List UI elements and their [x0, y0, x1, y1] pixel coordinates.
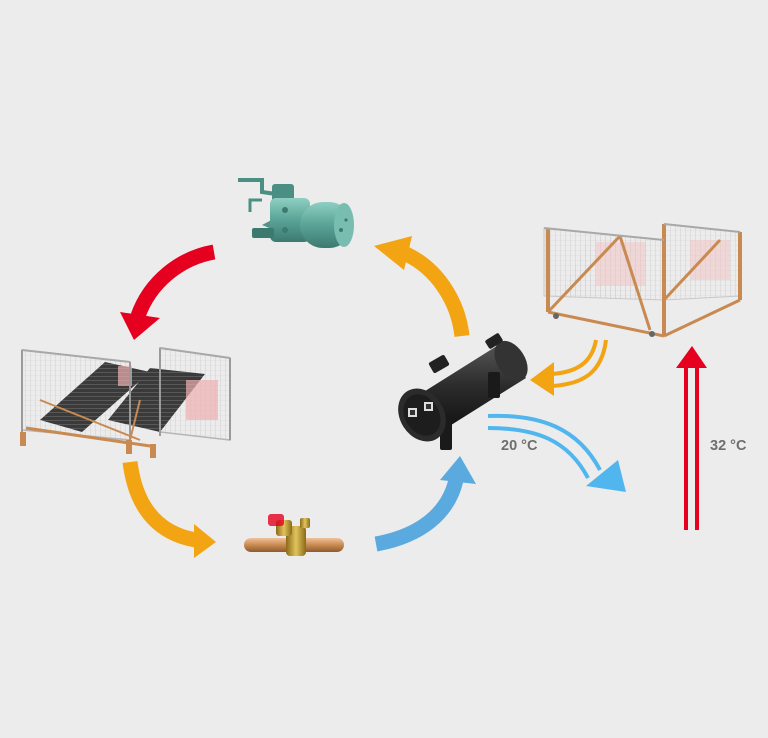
- arrow-condenser-to-valve: [122, 460, 216, 558]
- dry-cooler-icon: [543, 223, 742, 338]
- supply-temperature-label: 20 °C: [501, 438, 538, 454]
- arrow-heated-water-up: [676, 346, 707, 530]
- screw-compressor-icon: [238, 178, 354, 248]
- compressor: [238, 178, 354, 248]
- shell-and-tube-evaporator-icon: [398, 333, 528, 450]
- dry-cooler: [543, 223, 742, 338]
- return-temperature-label: 32 °C: [710, 438, 747, 454]
- expansion-valve-icon: [244, 514, 344, 556]
- expansion-valve: [244, 514, 344, 556]
- arrow-chilled-water-out: [487, 413, 626, 492]
- arrow-compressor-to-condenser: [120, 244, 216, 340]
- evaporator: [398, 333, 528, 450]
- arrow-evaporator-to-compressor: [374, 236, 470, 338]
- condenser: [20, 347, 231, 458]
- arrow-drycooler-to-evaporator: [530, 339, 608, 396]
- arrow-valve-to-evaporator: [374, 456, 476, 552]
- air-cooled-condenser-icon: [20, 347, 231, 458]
